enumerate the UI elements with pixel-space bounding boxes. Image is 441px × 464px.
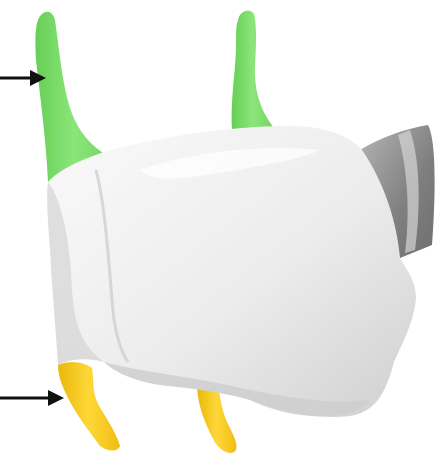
upper-process-right (232, 11, 274, 130)
lower-process-left (58, 362, 120, 450)
lower-pointer-arrow (0, 390, 64, 406)
